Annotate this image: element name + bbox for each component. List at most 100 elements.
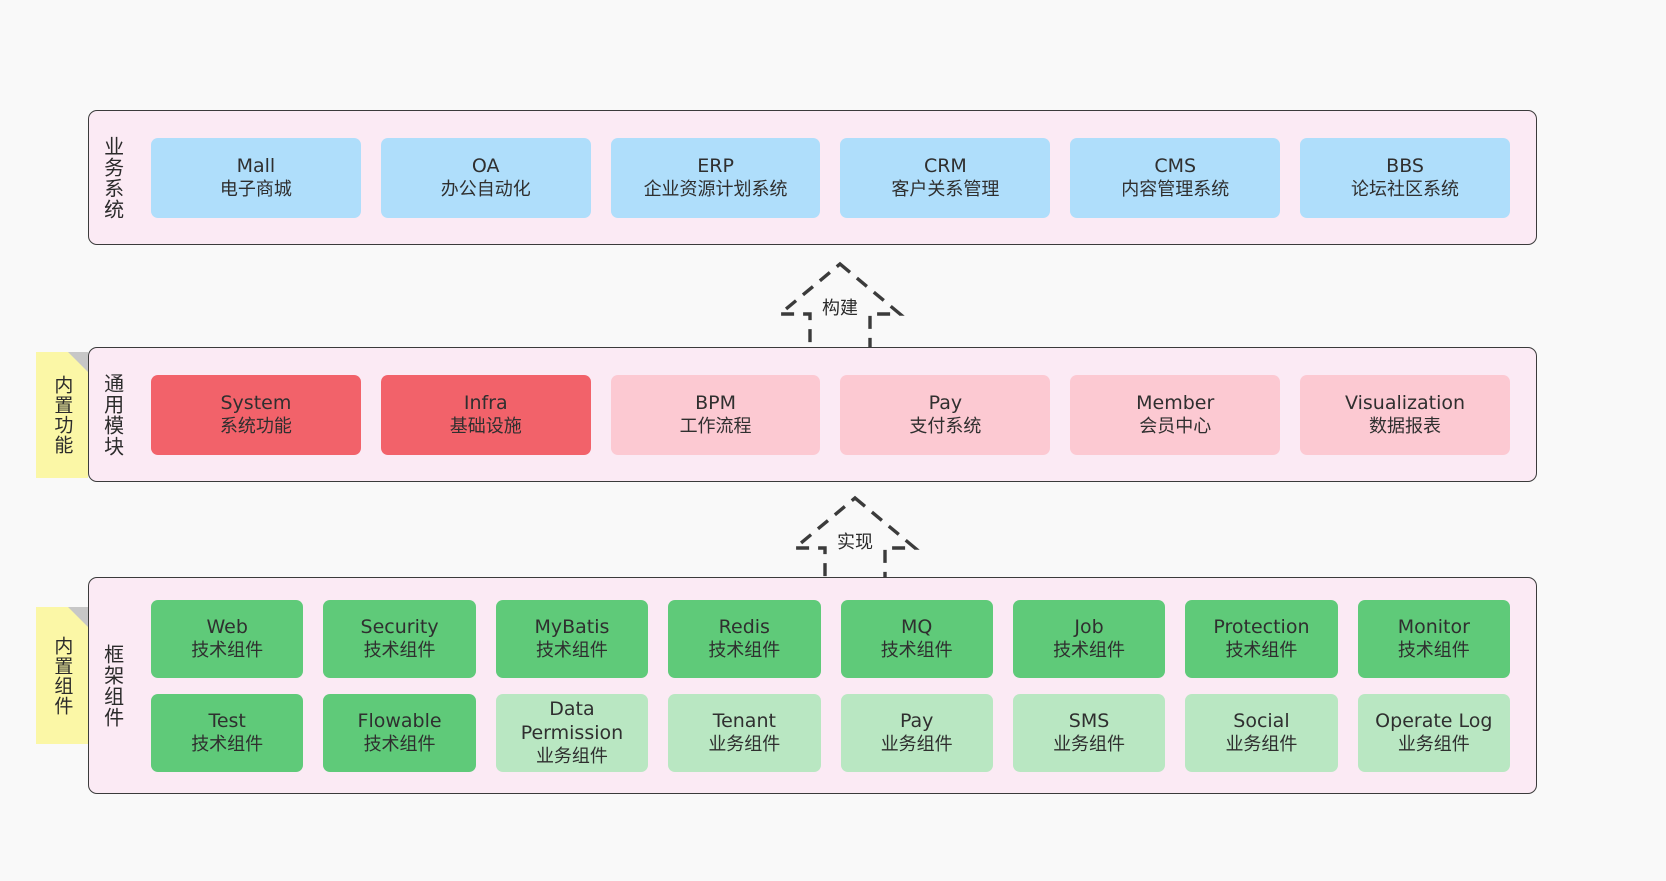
card-subtitle: 技术组件 (880, 640, 953, 662)
card-infra[interactable]: Infra 基础设施 (380, 374, 591, 455)
card-subtitle: 技术组件 (363, 640, 436, 662)
card-subtitle: 技术组件 (191, 734, 264, 756)
layer-body-framework-component: Web 技术组件 Security 技术组件 MyBatis 技术组件 Redi… (135, 578, 1536, 793)
card-data-permission[interactable]: Data Permission 业务组件 (495, 693, 649, 772)
card-bbs[interactable]: BBS 论坛社区系统 (1300, 137, 1510, 218)
card-subtitle: 支付系统 (909, 416, 982, 438)
card-subtitle: 企业资源计划系统 (643, 179, 788, 201)
card-visualization[interactable]: Visualization 数据报表 (1300, 374, 1510, 455)
layer-title-business-system: 业务系统 (100, 135, 125, 220)
layer-body-business-system: Mall 电子商城 OA 办公自动化 ERP 企业资源计划系统 CRM 客户关系… (135, 111, 1536, 244)
card-title: MQ (901, 615, 933, 638)
card-title: Tenant (712, 709, 776, 732)
card-web[interactable]: Web 技术组件 (151, 599, 304, 678)
card-subtitle: 会员中心 (1139, 416, 1212, 438)
card-protection[interactable]: Protection 技术组件 (1185, 599, 1338, 678)
card-subtitle: 业务组件 (1053, 734, 1126, 756)
card-title: Test (208, 709, 246, 732)
card-flowable[interactable]: Flowable 技术组件 (323, 693, 476, 772)
card-subtitle: 技术组件 (1053, 640, 1126, 662)
card-title: System (220, 391, 292, 414)
card-social[interactable]: Social 业务组件 (1185, 693, 1338, 772)
card-title: ERP (697, 154, 734, 177)
card-test[interactable]: Test 技术组件 (151, 693, 304, 772)
layer-framework-component: 框架组件 Web 技术组件 Security 技术组件 MyBatis 技术组件… (88, 577, 1537, 794)
card-title: Web (206, 615, 248, 638)
card-subtitle: 技术组件 (1225, 640, 1298, 662)
card-title: Pay (899, 709, 934, 732)
card-oa[interactable]: OA 办公自动化 (380, 137, 591, 218)
card-title: Mall (236, 154, 276, 177)
framework-row-technical: Web 技术组件 Security 技术组件 MyBatis 技术组件 Redi… (141, 599, 1520, 678)
card-title: Monitor (1397, 615, 1470, 638)
card-subtitle: 技术组件 (1397, 640, 1470, 662)
card-title: Job (1074, 615, 1104, 638)
card-title: OA (471, 154, 500, 177)
card-title: Security (360, 615, 439, 638)
card-title: CRM (923, 154, 967, 177)
card-title: BPM (695, 391, 737, 414)
card-redis[interactable]: Redis 技术组件 (668, 599, 821, 678)
card-monitor[interactable]: Monitor 技术组件 (1357, 599, 1510, 678)
card-subtitle: 业务组件 (1397, 734, 1470, 756)
card-system[interactable]: System 系统功能 (151, 374, 361, 455)
card-subtitle: 业务组件 (708, 734, 781, 756)
layer-title-common-module: 通用模块 (100, 372, 125, 457)
card-subtitle: 办公自动化 (440, 179, 531, 201)
card-subtitle: 基础设施 (449, 416, 522, 438)
framework-row-business: Test 技术组件 Flowable 技术组件 Data Permission … (141, 693, 1520, 772)
card-title: Pay (928, 391, 963, 414)
layer-title-framework-component: 框架组件 (100, 643, 125, 728)
card-subtitle: 技术组件 (363, 734, 436, 756)
card-pay[interactable]: Pay 支付系统 (840, 374, 1051, 455)
card-title: Flowable (357, 709, 442, 732)
card-subtitle: 电子商城 (219, 179, 292, 201)
card-subtitle: 工作流程 (679, 416, 752, 438)
card-subtitle: 技术组件 (708, 640, 781, 662)
card-erp[interactable]: ERP 企业资源计划系统 (610, 137, 821, 218)
card-tenant[interactable]: Tenant 业务组件 (668, 693, 821, 772)
layer-body-common-module: System 系统功能 Infra 基础设施 BPM 工作流程 Pay 支付系统… (135, 348, 1536, 481)
card-subtitle: 系统功能 (219, 416, 292, 438)
sticky-note-builtin-component: 内置组件 (36, 607, 88, 744)
card-subtitle: 业务组件 (535, 746, 608, 768)
card-title: Member (1136, 391, 1215, 414)
card-subtitle: 论坛社区系统 (1351, 179, 1460, 201)
card-security[interactable]: Security 技术组件 (323, 599, 476, 678)
card-operate-log[interactable]: Operate Log 业务组件 (1357, 693, 1510, 772)
card-subtitle: 客户关系管理 (891, 179, 1000, 201)
card-job[interactable]: Job 技术组件 (1012, 599, 1166, 678)
card-title: Redis (718, 615, 770, 638)
card-pay-business[interactable]: Pay 业务组件 (840, 693, 993, 772)
card-subtitle: 技术组件 (191, 640, 264, 662)
card-subtitle: 数据报表 (1369, 416, 1442, 438)
card-subtitle: 内容管理系统 (1121, 179, 1230, 201)
card-mybatis[interactable]: MyBatis 技术组件 (495, 599, 649, 678)
card-member[interactable]: Member 会员中心 (1070, 374, 1281, 455)
card-title: Visualization (1345, 391, 1466, 414)
card-bpm[interactable]: BPM 工作流程 (610, 374, 821, 455)
card-title: Protection (1213, 615, 1310, 638)
card-title: Data Permission (520, 697, 624, 744)
sticky-note-builtin-feature: 内置功能 (36, 352, 88, 478)
card-crm[interactable]: CRM 客户关系管理 (840, 137, 1051, 218)
connector-build: 构建 (740, 258, 940, 358)
card-title: CMS (1154, 154, 1197, 177)
card-subtitle: 技术组件 (535, 640, 608, 662)
card-title: Social (1233, 709, 1290, 732)
layer-business-system: 业务系统 Mall 电子商城 OA 办公自动化 ERP 企业资源计划系统 CRM… (88, 110, 1537, 245)
card-sms[interactable]: SMS 业务组件 (1012, 693, 1166, 772)
card-subtitle: 业务组件 (880, 734, 953, 756)
connector-implement-label: 实现 (837, 532, 873, 553)
card-title: Infra (463, 391, 508, 414)
card-title: Operate Log (1375, 709, 1493, 732)
card-mq[interactable]: MQ 技术组件 (840, 599, 993, 678)
card-subtitle: 业务组件 (1225, 734, 1298, 756)
card-mall[interactable]: Mall 电子商城 (151, 137, 361, 218)
card-cms[interactable]: CMS 内容管理系统 (1070, 137, 1281, 218)
card-title: SMS (1068, 709, 1110, 732)
card-title: BBS (1386, 154, 1424, 177)
layer-common-module: 通用模块 System 系统功能 Infra 基础设施 BPM 工作流程 Pay… (88, 347, 1537, 482)
card-title: MyBatis (534, 615, 610, 638)
